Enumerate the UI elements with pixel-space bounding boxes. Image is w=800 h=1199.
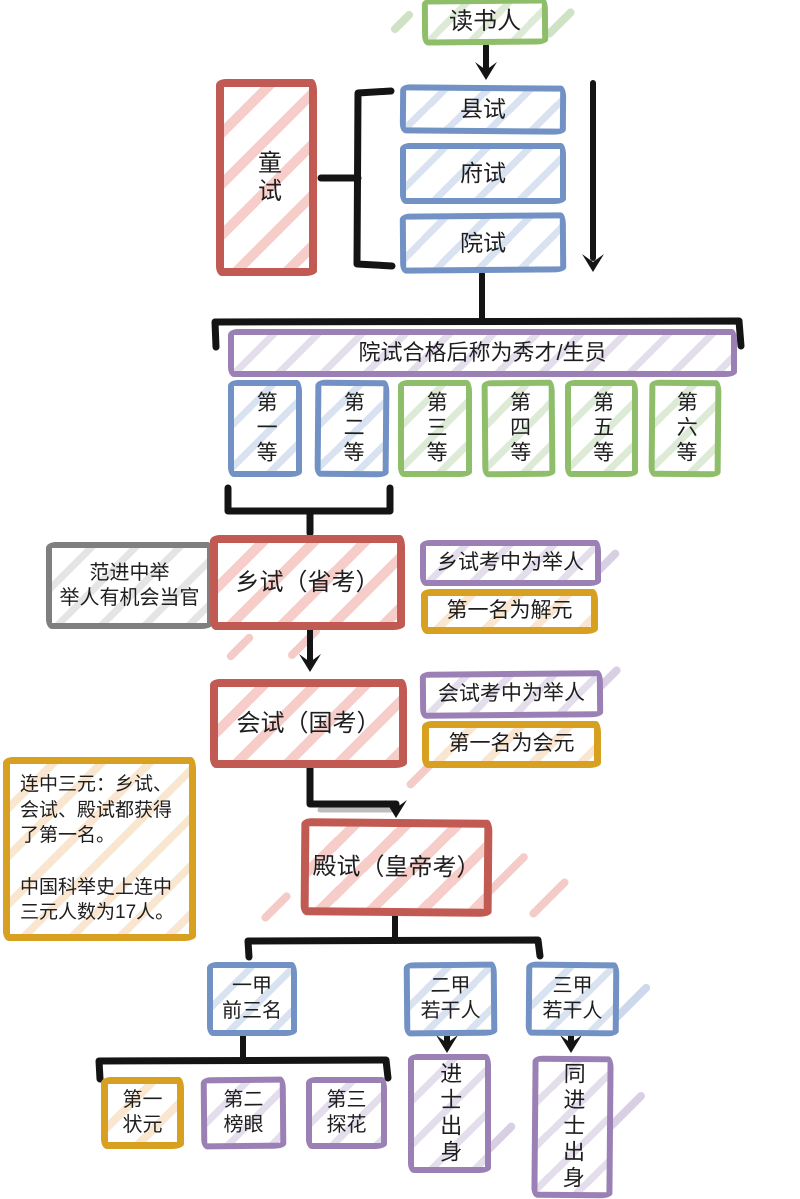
note-fanjin: 范进中举 举人有机会当官 [46, 542, 213, 629]
node-jia2: 二甲 若干人 [403, 961, 498, 1037]
node-xiangshi: 乡试（省考） [210, 535, 405, 630]
note-huishi-pass: 会试考中为举人 [419, 670, 604, 719]
node-huishi: 会试（国考） [210, 679, 407, 768]
node-academy-exam: 院试 [399, 212, 567, 274]
note-huishi-first: 第一名为会元 [422, 721, 601, 768]
banner-xiucai: 院试合格后称为秀才/生员 [228, 329, 737, 377]
node-jia3: 三甲 若干人 [525, 961, 620, 1037]
node-grade-4: 第四等 [481, 379, 556, 478]
node-tongjinshi: 同进士出身 [531, 1055, 614, 1199]
node-grade-5: 第五等 [565, 380, 638, 477]
node-grade-6: 第六等 [648, 379, 722, 478]
node-jinshi: 进士出身 [408, 1054, 491, 1173]
node-county-exam: 县试 [399, 84, 567, 135]
node-rank3-tanhua: 第三 探花 [306, 1077, 387, 1149]
node-grade-1: 第一等 [228, 380, 302, 477]
node-tongshi: 童试 [216, 79, 317, 276]
node-rank2-bangyan: 第二 榜眼 [200, 1076, 287, 1150]
node-prefecture-exam: 府试 [400, 143, 566, 204]
note-xiangshi-pass: 乡试考中为举人 [420, 540, 601, 586]
node-dianshi: 殿试（皇帝考） [300, 818, 493, 917]
note-xiangshi-first: 第一名为解元 [421, 589, 598, 634]
node-reader: 读书人 [421, 0, 549, 46]
node-grade-3: 第三等 [398, 380, 472, 477]
node-grade-2: 第二等 [314, 379, 390, 478]
node-rank1-zhuangyuan: 第一 状元 [101, 1077, 184, 1149]
node-jia1: 一甲 前三名 [207, 962, 297, 1036]
note-sanyuan: 连中三元：乡试、 会试、殿试都获得 了第一名。 中国科举史上连中 三元人数为17… [3, 757, 196, 941]
